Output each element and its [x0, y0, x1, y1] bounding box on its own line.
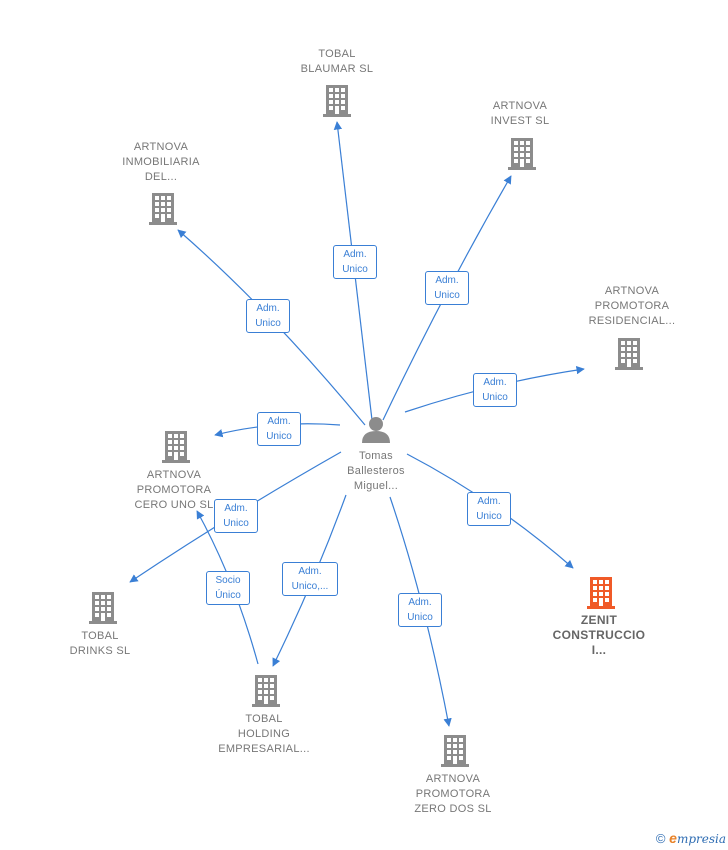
node-line: ARTNOVA [492, 100, 548, 112]
edge-label-line: Unico [476, 511, 502, 522]
center-line: Tomas [359, 450, 393, 462]
copyright-icon: © [655, 831, 666, 846]
building-icon[interactable] [587, 577, 615, 609]
edge-label-artnova-promotora-cero-uno[interactable]: Adm. Unico [257, 412, 301, 446]
building-icon[interactable] [441, 735, 469, 767]
brand-footer[interactable]: © empresia [656, 830, 726, 846]
node-label-artnova-promotora-residencial[interactable]: ARTNOVA PROMOTORA RESIDENCIAL... [572, 284, 692, 329]
center-line: Ballesteros [347, 465, 405, 477]
node-line: DEL... [144, 171, 178, 183]
edge-label-line: Unico [482, 392, 508, 403]
node-label-artnova-promotora-zero-dos[interactable]: ARTNOVA PROMOTORA ZERO DOS SL [403, 772, 503, 817]
node-line: ARTNOVA [133, 141, 189, 153]
node-label-tobal-blaumar[interactable]: TOBAL BLAUMAR SL [287, 47, 387, 77]
node-label-artnova-inmobiliaria[interactable]: ARTNOVA INMOBILIARIA DEL... [111, 140, 211, 185]
node-line: HOLDING [237, 728, 291, 740]
center-person-label[interactable]: Tomas Ballesteros Miguel... [336, 449, 416, 494]
edge-label-line: Unico [342, 264, 368, 275]
node-line: CONSTRUCCIO [552, 628, 646, 642]
node-line: ZERO DOS SL [414, 803, 492, 815]
edge-label-line: Adm. [483, 377, 507, 388]
node-label-zenit-construccio[interactable]: ZENIT CONSTRUCCIO I... [544, 613, 654, 658]
edge-label-line: Socio [215, 575, 241, 586]
building-icon[interactable] [162, 431, 190, 463]
node-line: ARTNOVA [604, 285, 660, 297]
node-line: TOBAL [245, 713, 283, 725]
edge-label-tobal-blaumar[interactable]: Adm. Unico [333, 245, 377, 279]
node-line: ARTNOVA [146, 469, 202, 481]
node-line: I... [591, 643, 607, 657]
node-line: RESIDENCIAL... [588, 315, 676, 327]
node-line: TOBAL [81, 630, 119, 642]
node-line: PROMOTORA [594, 300, 670, 312]
edge-label-line: Adm. [343, 249, 367, 260]
edge-label-line: Adm. [477, 496, 501, 507]
node-line: TOBAL [318, 48, 356, 60]
edge-label-artnova-promotora-zero-dos[interactable]: Adm. Unico [398, 593, 442, 627]
node-line: PROMOTORA [136, 484, 212, 496]
building-icon[interactable] [89, 592, 117, 624]
edge-label-line: Unico [434, 290, 460, 301]
node-line: ARTNOVA [425, 773, 481, 785]
building-icon[interactable] [508, 138, 536, 170]
edge-label-tobal-drinks[interactable]: Adm. Unico [214, 499, 258, 533]
node-line: EMPRESARIAL... [218, 743, 310, 755]
brand-logo-text: mpresia [676, 832, 726, 846]
edge-label-tobal-holding[interactable]: Adm. Unico,... [282, 562, 338, 596]
node-line: INMOBILIARIA [122, 156, 200, 168]
edge-label-line: Unico,... [291, 581, 329, 592]
edge-label-artnova-invest[interactable]: Adm. Unico [425, 271, 469, 305]
node-label-artnova-invest[interactable]: ARTNOVA INVEST SL [470, 99, 570, 129]
edge-label-line: Unico [407, 612, 433, 623]
node-label-artnova-promotora-cero-uno[interactable]: ARTNOVA PROMOTORA CERO UNO SL [124, 468, 224, 513]
edge-label-line: Adm. [408, 597, 432, 608]
building-icon[interactable] [323, 85, 351, 117]
building-icon[interactable] [615, 338, 643, 370]
node-label-tobal-holding[interactable]: TOBAL HOLDING EMPRESARIAL... [209, 712, 319, 757]
edge-label-line: Único [215, 590, 241, 601]
person-icon[interactable] [362, 417, 390, 443]
edge-label-artnova-promotora-residencial[interactable]: Adm. Unico [473, 373, 517, 407]
edge-label-line: Unico [255, 318, 281, 329]
edge-label-artnova-inmobiliaria[interactable]: Adm. Unico [246, 299, 290, 333]
edge-label-line: Adm. [298, 566, 322, 577]
building-icon[interactable] [252, 675, 280, 707]
node-line: DRINKS SL [69, 645, 131, 657]
edge-label-line: Adm. [435, 275, 459, 286]
node-line: BLAUMAR SL [300, 63, 374, 75]
node-label-tobal-drinks[interactable]: TOBAL DRINKS SL [50, 629, 150, 659]
edge-label-line: Unico [223, 518, 249, 529]
edge-label-line: Adm. [224, 503, 248, 514]
node-line: ZENIT [580, 613, 618, 627]
edge-label-line: Adm. [267, 416, 291, 427]
center-line: Miguel... [353, 480, 399, 492]
edge-label-line: Unico [266, 431, 292, 442]
node-line: CERO UNO SL [134, 499, 214, 511]
edge-label-line: Adm. [256, 303, 280, 314]
building-icon[interactable] [149, 193, 177, 225]
brand-logo-initial: e [669, 830, 677, 846]
node-line: INVEST SL [490, 115, 550, 127]
edge-label-zenit-construccio[interactable]: Adm. Unico [467, 492, 511, 526]
edge-label-socio-unico[interactable]: Socio Único [206, 571, 250, 605]
node-line: PROMOTORA [415, 788, 491, 800]
